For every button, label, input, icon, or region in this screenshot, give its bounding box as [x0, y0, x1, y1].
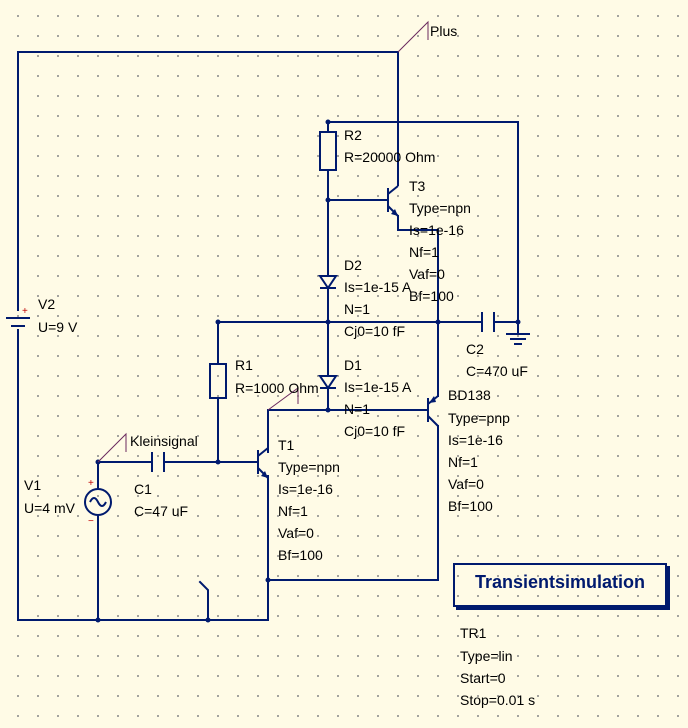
junction-dot [215, 459, 221, 465]
junction-dot [265, 577, 271, 583]
ac-source-v1[interactable]: + − V1 U=4 mV [24, 477, 112, 527]
d2-param: Is=1e-15 A [344, 279, 412, 295]
simulation-params: TR1 Type=lin Start=0 Stop=0.01 s [460, 625, 535, 708]
transistor-t1[interactable]: T1 Type=npn Is=1e-16 Nf=1 Vaf=0 Bf=100 [257, 437, 340, 563]
v1-value: U=4 mV [24, 500, 76, 516]
polarity-plus: + [88, 478, 94, 489]
d2-name: D2 [344, 257, 362, 273]
resistor-r2[interactable]: R2 R=20000 Ohm [319, 127, 435, 171]
bd138-param: Type=pnp [448, 410, 510, 426]
junction-dot [325, 119, 331, 125]
transistor-bd138[interactable]: BD138 Type=pnp Is=1e-16 Nf=1 Vaf=0 Bf=10… [427, 387, 510, 514]
bd138-param: Vaf=0 [448, 476, 484, 492]
wire-label-plus[interactable]: Plus [397, 20, 457, 53]
r1-name: R1 [235, 357, 253, 373]
wire-r2-top[interactable] [327, 121, 519, 323]
junction-dot [215, 319, 221, 325]
polarity-minus: − [88, 516, 94, 527]
sim-param: Type=lin [460, 648, 513, 664]
junction-dot [205, 617, 211, 623]
wire-label-unnamed[interactable] [267, 387, 299, 411]
c2-name: C2 [466, 341, 484, 357]
wire-label-plus-text: Plus [430, 23, 457, 39]
polarity-plus: + [22, 306, 28, 317]
junction-dot [95, 617, 101, 623]
junction-dot [325, 197, 331, 203]
t1-param: Is=1e-16 [278, 481, 333, 497]
sim-param: Stop=0.01 s [460, 692, 535, 708]
t3-param: Bf=100 [409, 288, 454, 304]
wire-d1-to-t1[interactable] [267, 387, 329, 453]
t3-param: Type=npn [409, 200, 471, 216]
wire-label-kleinsignal-text: Kleinsignal [130, 433, 198, 449]
c1-value: C=47 uF [134, 503, 188, 519]
t1-param: Bf=100 [278, 547, 323, 563]
v2-name: V2 [38, 296, 55, 312]
d1-name: D1 [344, 357, 362, 373]
capacitor-c2[interactable]: C2 C=470 uF [466, 312, 528, 379]
r2-value: R=20000 Ohm [344, 149, 435, 165]
c1-name: C1 [134, 481, 152, 497]
t1-param: Vaf=0 [278, 525, 314, 541]
t3-name: T3 [409, 178, 426, 194]
r2-name: R2 [344, 127, 362, 143]
sim-name: TR1 [460, 625, 487, 641]
t3-param: Nf=1 [409, 244, 439, 260]
junction-dot [325, 319, 331, 325]
t1-param: Type=npn [278, 459, 340, 475]
t3-param: Is=1e-16 [409, 222, 464, 238]
transient-simulation-block[interactable]: Transientsimulation [453, 563, 667, 607]
ground-symbol [506, 322, 530, 345]
r1-value: R=1000 Ohm [235, 380, 319, 396]
d2-param: N=1 [344, 301, 370, 317]
wire-t3-emitter[interactable] [397, 215, 439, 397]
t1-name: T1 [278, 437, 295, 453]
d2-param: Cj0=10 fF [344, 323, 405, 339]
junction-dot [325, 407, 331, 413]
bd138-name: BD138 [448, 387, 491, 403]
diode-d1[interactable]: D1 Is=1e-15 A N=1 Cj0=10 fF [318, 357, 412, 439]
diode-d2[interactable]: D2 Is=1e-15 A N=1 Cj0=10 fF [318, 257, 412, 339]
junction-dot [435, 319, 441, 325]
wires [17, 51, 519, 621]
transistor-t3[interactable]: T3 Type=npn Is=1e-16 Nf=1 Vaf=0 Bf=100 [387, 178, 471, 304]
c2-value: C=470 uF [466, 363, 528, 379]
wire-label-kleinsignal[interactable]: Kleinsignal [97, 432, 198, 463]
sim-param: Start=0 [460, 670, 506, 686]
resistor-r1[interactable]: R1 R=1000 Ohm [209, 357, 319, 399]
capacitor-c1[interactable]: C1 C=47 uF [134, 452, 188, 519]
sim-title: Transientsimulation [474, 572, 646, 592]
v2-value: U=9 V [38, 319, 78, 335]
d1-param: Is=1e-15 A [344, 379, 412, 395]
junctions [95, 119, 521, 623]
wire-bd138-collector[interactable] [267, 425, 439, 581]
t3-param: Vaf=0 [409, 266, 445, 282]
bd138-param: Bf=100 [448, 498, 493, 514]
bd138-param: Is=1e-16 [448, 432, 503, 448]
wire-ground-tap[interactable] [198, 580, 209, 621]
v1-name: V1 [24, 477, 41, 493]
battery-v2[interactable]: + V2 U=9 V [6, 296, 78, 335]
d1-param: N=1 [344, 401, 370, 417]
t1-param: Nf=1 [278, 503, 308, 519]
d1-param: Cj0=10 fF [344, 423, 405, 439]
bd138-param: Nf=1 [448, 454, 478, 470]
